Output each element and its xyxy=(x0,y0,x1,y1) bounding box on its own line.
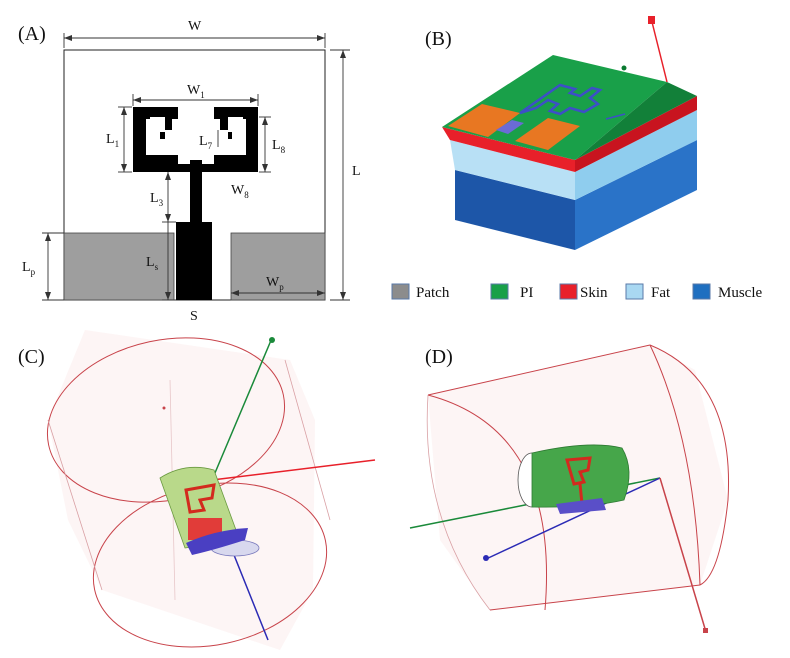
legend-item-patch: Patch xyxy=(391,283,450,301)
ground-patch-left xyxy=(63,232,175,301)
axis-z-b xyxy=(651,21,668,83)
antenna-layout-drawing xyxy=(63,49,326,301)
legend-swatch-fat xyxy=(625,283,644,300)
dim-w: W xyxy=(188,19,202,34)
panel-label-d: (D) xyxy=(425,346,453,368)
dim-ls: Ls xyxy=(146,255,159,272)
legend-item-skin: Skin xyxy=(559,283,608,301)
fat-side xyxy=(575,110,697,200)
legend-item-muscle: Muscle xyxy=(692,283,763,301)
dim-lp: Lp xyxy=(22,260,36,277)
dim-s: S xyxy=(190,309,198,324)
dim-l: L xyxy=(352,164,361,179)
cylindrical-model-d xyxy=(409,344,730,633)
axis-x-b xyxy=(621,65,627,71)
dim-l1: L1 xyxy=(106,132,119,149)
feed-3d xyxy=(496,120,524,134)
radiator-d xyxy=(565,456,592,486)
panel-label-a: (A) xyxy=(18,23,46,45)
legend-swatch-pi xyxy=(490,283,509,300)
legend-label-patch: Patch xyxy=(416,285,450,301)
axis-x-c xyxy=(211,459,376,481)
panel-label-b: (B) xyxy=(425,28,452,50)
dim-w1: W1 xyxy=(187,83,205,100)
radiator-c xyxy=(184,483,216,514)
legend-label-skin: Skin xyxy=(580,285,608,301)
skin-side xyxy=(575,96,697,172)
legend-label-muscle: Muscle xyxy=(718,285,763,301)
radiator-outer xyxy=(133,107,258,172)
cylinder-right-edge-d xyxy=(649,344,730,586)
ground-patch-right xyxy=(230,232,326,301)
dim-wp: Wp xyxy=(266,275,284,292)
panel-label-c: (C) xyxy=(18,346,45,368)
legend-swatch-patch xyxy=(391,283,410,300)
ground-d xyxy=(556,498,606,514)
legend-swatch-skin xyxy=(559,283,578,300)
legend-swatch-muscle xyxy=(692,283,711,300)
dim-w8: W8 xyxy=(231,183,249,200)
axis-y-b xyxy=(605,113,626,120)
feed-stub xyxy=(190,160,202,224)
dim-l8: L8 xyxy=(272,138,286,155)
legend: Patch PI Skin Fat Muscle xyxy=(391,283,763,301)
radiator-slot-left xyxy=(146,119,178,155)
dimension-arrowheads xyxy=(45,35,346,300)
axis-red-d xyxy=(659,477,707,633)
feed-line xyxy=(176,222,212,300)
radiator-3d xyxy=(519,83,603,116)
muscle-front xyxy=(455,170,575,250)
radiator-slot-right xyxy=(214,119,246,155)
legend-label-pi: PI xyxy=(520,285,533,301)
radiator-center-gap xyxy=(184,114,208,147)
muscle-side xyxy=(575,140,697,250)
fat-front xyxy=(450,140,575,200)
dim-l3: L3 xyxy=(150,191,164,208)
ground-patch-3d-right xyxy=(515,118,580,150)
legend-item-pi: PI xyxy=(490,283,533,301)
skin-front xyxy=(442,127,575,172)
ground-c xyxy=(186,528,248,555)
ground-patch-3d-left xyxy=(448,104,520,137)
dimension-lines xyxy=(42,33,350,301)
legend-label-fat: Fat xyxy=(651,285,671,301)
axis-blue-d xyxy=(483,477,661,561)
tissue-model-3d xyxy=(442,16,697,250)
legend-item-fat: Fat xyxy=(625,283,671,301)
axis-y-c xyxy=(211,337,273,481)
cylindrical-model-c xyxy=(46,330,376,650)
dim-l7: L7 xyxy=(199,134,213,151)
